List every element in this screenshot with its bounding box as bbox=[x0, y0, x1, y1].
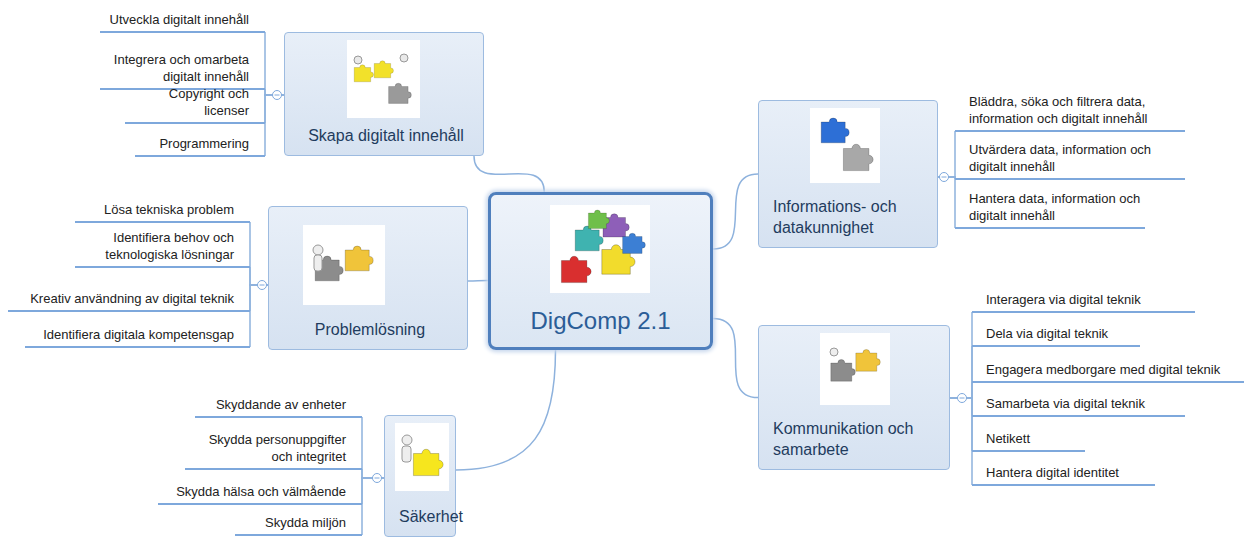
leaf-item: Engagera medborgare med digital teknik bbox=[972, 359, 1244, 383]
branch-line bbox=[362, 417, 384, 478]
item-label: Skyddande av enheter bbox=[199, 396, 346, 414]
leaf-item: Interagera via digital teknik bbox=[972, 289, 1195, 313]
item-label: Hantera digital identitet bbox=[986, 464, 1151, 482]
branch-line bbox=[713, 318, 758, 397]
item-label: Dela via digital teknik bbox=[986, 325, 1136, 343]
item-label: Lösa tekniska problem bbox=[79, 201, 234, 219]
branch-line bbox=[250, 222, 268, 285]
category-label: Säkerhet bbox=[399, 506, 445, 528]
leaf-item: Skydda miljön bbox=[235, 512, 362, 536]
branch-line bbox=[950, 382, 972, 398]
item-label: Kreativ användning av digital teknik bbox=[12, 290, 234, 308]
item-label: Skydda personuppgifter och integritet bbox=[189, 431, 346, 466]
leaf-item: Copyright och licenser bbox=[125, 83, 265, 124]
branch-line bbox=[950, 398, 972, 451]
communication-icon bbox=[820, 333, 890, 405]
category-label: Kommunikation och samarbete bbox=[773, 418, 939, 461]
leaf-item: Programmering bbox=[135, 133, 265, 157]
item-label: Hantera data, information och digitalt i… bbox=[969, 190, 1141, 225]
category-box: Informations- och datakunnighet bbox=[758, 100, 938, 248]
branch-line bbox=[362, 478, 384, 504]
leaf-item: Identifiera digitala kompetensgap bbox=[25, 324, 250, 348]
item-label: Utveckla digitalt innehåll bbox=[104, 11, 249, 29]
item-label: Interagera via digital teknik bbox=[986, 291, 1191, 309]
leaf-item: Kreativ användning av digital teknik bbox=[8, 288, 250, 312]
branch-line bbox=[265, 95, 284, 123]
item-label: Bläddra, söka och filtrera data, informa… bbox=[969, 93, 1181, 128]
center-title: DigComp 2.1 bbox=[497, 307, 704, 335]
branch-line bbox=[950, 312, 972, 398]
branch-line bbox=[265, 95, 284, 156]
leaf-item: Netikett bbox=[972, 428, 1085, 452]
leaf-item: Utvärdera data, information och digitalt… bbox=[955, 139, 1185, 180]
branch-line bbox=[456, 350, 556, 470]
item-label: Engagera medborgare med digital teknik bbox=[986, 361, 1240, 379]
leaf-item: Lösa tekniska problem bbox=[75, 199, 250, 223]
item-label: Samarbeta via digital teknik bbox=[986, 395, 1181, 413]
collapse-circles bbox=[258, 91, 967, 483]
branch-line bbox=[938, 177, 955, 228]
item-label: Utvärdera data, information och digitalt… bbox=[969, 141, 1181, 176]
branch-line bbox=[950, 346, 972, 398]
problem-icon bbox=[303, 225, 385, 305]
category-box: Kommunikation och samarbete bbox=[758, 325, 950, 470]
category-box: Skapa digitalt innehåll bbox=[284, 32, 484, 156]
branch-line bbox=[950, 398, 972, 416]
branch-line bbox=[468, 280, 488, 282]
branch-line bbox=[474, 156, 544, 192]
leaf-item: Hantera digital identitet bbox=[972, 462, 1155, 486]
category-box: Problemlösning bbox=[268, 206, 468, 350]
leaf-item: Integrera och omarbeta digitalt innehåll bbox=[100, 49, 265, 90]
item-label: Identifiera behov och teknologiska lösni… bbox=[79, 229, 234, 264]
category-label: Skapa digitalt innehåll bbox=[299, 125, 473, 147]
security-icon bbox=[395, 423, 449, 491]
leaf-item: Samarbeta via digital teknik bbox=[972, 393, 1185, 417]
leaf-item: Skydda personuppgifter och integritet bbox=[185, 429, 362, 470]
leaf-item: Identifiera behov och teknologiska lösni… bbox=[75, 227, 250, 268]
branch-line bbox=[713, 174, 758, 249]
item-label: Integrera och omarbeta digitalt innehåll bbox=[104, 51, 249, 86]
category-label: Problemlösning bbox=[283, 319, 457, 341]
leaf-item: Skydda hälsa och välmående bbox=[158, 481, 362, 505]
item-label: Netikett bbox=[986, 430, 1081, 448]
item-label: Skydda miljön bbox=[239, 514, 346, 532]
branch-line bbox=[265, 89, 284, 95]
category-box: Säkerhet bbox=[384, 415, 456, 537]
branch-line bbox=[938, 131, 955, 177]
branch-line bbox=[950, 398, 972, 485]
leaf-item: Skyddande av enheter bbox=[195, 394, 362, 418]
leaf-item: Utveckla digitalt innehåll bbox=[100, 9, 265, 33]
item-label: Copyright och licenser bbox=[129, 85, 249, 120]
branch-line bbox=[250, 267, 268, 285]
branch-line bbox=[250, 285, 268, 347]
info-icon bbox=[810, 108, 880, 183]
leaf-item: Dela via digital teknik bbox=[972, 323, 1140, 347]
item-label: Skydda hälsa och välmående bbox=[162, 483, 346, 501]
leaf-item: Hantera data, information och digitalt i… bbox=[955, 188, 1145, 229]
category-label: Informations- och datakunnighet bbox=[773, 196, 927, 239]
branch-line bbox=[265, 32, 284, 95]
branch-line bbox=[362, 478, 384, 535]
center-icon bbox=[550, 205, 650, 293]
leaf-item: Bläddra, söka och filtrera data, informa… bbox=[955, 91, 1185, 132]
center-box: DigComp 2.1 bbox=[488, 192, 713, 350]
branch-line bbox=[362, 469, 384, 478]
item-label: Identifiera digitala kompetensgap bbox=[29, 326, 234, 344]
branch-line bbox=[250, 285, 268, 311]
create-icon bbox=[347, 40, 420, 118]
item-label: Programmering bbox=[139, 135, 249, 153]
